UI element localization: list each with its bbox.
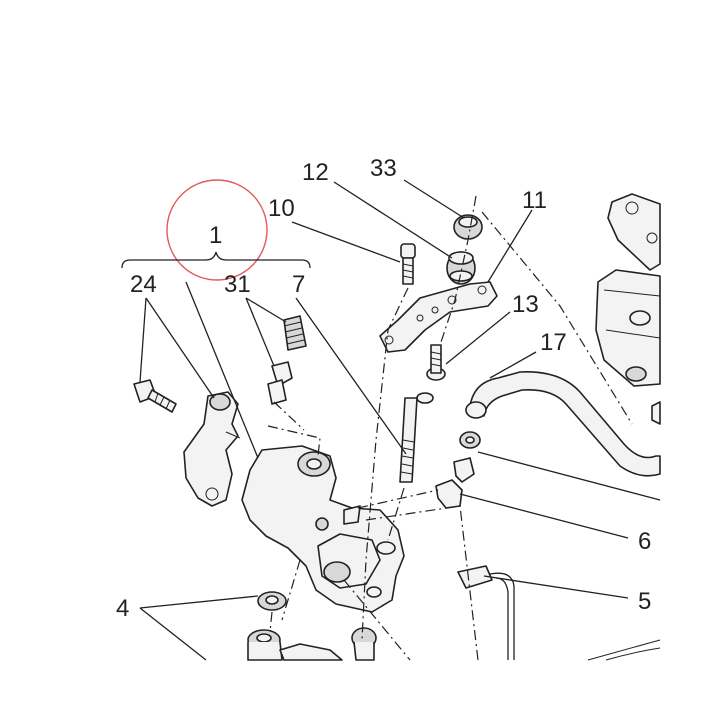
- screw-24: [133, 379, 177, 413]
- hose-end: [465, 401, 487, 419]
- bracket-plate-11: [379, 281, 498, 353]
- fitting-6: [435, 457, 475, 509]
- washer-4-lower: [247, 629, 283, 661]
- label-1: 1: [209, 222, 222, 249]
- hose-17: [469, 371, 661, 477]
- screw-13: [426, 344, 446, 381]
- long-screw-7: [399, 392, 434, 483]
- switch-5: [457, 565, 515, 660]
- bolt-10: [400, 243, 416, 285]
- spring-31: [283, 315, 307, 351]
- washer-4-upper: [257, 591, 287, 611]
- label-5: 5: [638, 588, 651, 615]
- label-12: 12: [302, 159, 329, 186]
- grommet-12: [446, 251, 476, 285]
- label-6: 6: [638, 528, 651, 555]
- label-17: 17: [540, 329, 567, 356]
- nut-lower: [351, 627, 377, 661]
- hose-clip: [459, 431, 481, 449]
- clamp-half: [183, 391, 241, 507]
- reservoir: [595, 193, 661, 425]
- lower-parts-fragment: [279, 643, 343, 661]
- leader-lines: [139, 179, 661, 661]
- main-body: [241, 445, 405, 613]
- label-24: 24: [130, 271, 157, 298]
- label-33: 33: [370, 155, 397, 182]
- label-4: 4: [116, 595, 129, 622]
- label-11: 11: [522, 187, 547, 214]
- label-7: 7: [292, 271, 305, 298]
- label-10: 10: [268, 195, 295, 222]
- assembly-axes: [267, 195, 633, 661]
- nut-33: [453, 214, 483, 240]
- nipple-31: [267, 361, 293, 405]
- group-bracket: [121, 251, 311, 269]
- highlight-circle: [166, 179, 268, 281]
- bottom-right-fragment: [587, 639, 661, 661]
- label-31: 31: [224, 271, 251, 298]
- label-13: 13: [512, 291, 539, 318]
